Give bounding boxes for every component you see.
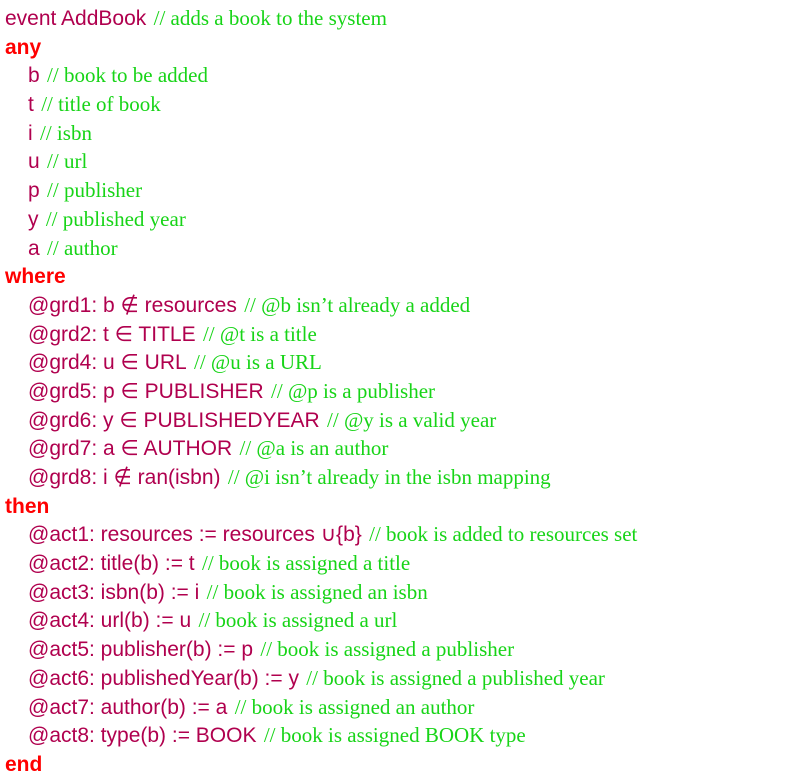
spec-line: @act5: publisher(b) := p// book is assig… <box>5 635 810 664</box>
comment-text: // @i isn’t already in the isbn mapping <box>227 465 551 489</box>
comment-text: // book is assigned an author <box>234 694 475 719</box>
code-text: @grd6: y ∈ PUBLISHEDYEAR <box>28 408 320 432</box>
spec-line: @grd8: i ∉ ran(isbn) // @i isn’t already … <box>5 463 810 492</box>
code-text: t <box>28 93 34 117</box>
comment-text: // @b isn’t already a added <box>244 292 471 317</box>
spec-line: @grd2: t ∈ TITLE// @t is a title <box>5 320 810 349</box>
code-text: @grd4: u ∈ URL <box>28 351 187 375</box>
code-text: y <box>28 207 39 231</box>
comment-text: // book is assigned a title <box>201 551 411 576</box>
code-text: @act5: publisher(b) := p <box>28 638 254 662</box>
comment-text: // book to be added <box>47 63 208 88</box>
spec-line: @act3: isbn(b) := i// book is assigned a… <box>5 578 810 607</box>
spec-line: u // url <box>5 147 810 176</box>
spec-line: y// published year <box>5 205 810 234</box>
keyword-line: where <box>5 262 810 291</box>
spec-line: i // isbn <box>5 119 810 148</box>
code-text: @act8: type(b) := BOOK <box>28 724 257 748</box>
comment-text: // book is added to resources set <box>369 522 638 547</box>
comment-text: // book is assigned BOOK type <box>263 723 526 748</box>
comment-text: // @t is a title <box>202 321 317 346</box>
comment-text: // book is assigned a publisher <box>260 637 515 662</box>
event-header-line: event AddBook // adds a book to the syste… <box>5 4 810 33</box>
comment-text: // book is assigned a published year <box>306 665 605 690</box>
spec-line: @act6: publishedYear(b) := y // book is a… <box>5 664 810 693</box>
comment-text: // publisher <box>47 178 143 203</box>
comment-text: // book is assigned an isbn <box>206 579 428 604</box>
comment-text: // published year <box>45 206 186 231</box>
code-text: a <box>28 236 40 260</box>
spec-line: @act1: resources := resources ∪{b} // boo… <box>5 520 810 549</box>
keyword: where <box>5 265 66 289</box>
spec-line: @act8: type(b) := BOOK// book is assigne… <box>5 721 810 750</box>
spec-line: b // book to be added <box>5 61 810 90</box>
code-text: @act2: title(b) := t <box>28 552 195 576</box>
comment-text: // author <box>47 235 118 260</box>
keyword-line: any <box>5 33 810 62</box>
code-text: @act3: isbn(b) := i <box>28 580 200 604</box>
spec-line: @grd5: p ∈ PUBLISHER // @p is a publisher <box>5 377 810 406</box>
code-text: @grd8: i ∉ ran(isbn) <box>28 466 221 489</box>
code-text: b <box>28 64 40 88</box>
code-text: @grd2: t ∈ TITLE <box>28 322 196 346</box>
code-text: @act4: url(b) := u <box>28 609 192 633</box>
comment-text: // adds a book to the system <box>153 6 387 30</box>
spec-line: @grd6: y ∈ PUBLISHEDYEAR // @y is a valid… <box>5 406 810 435</box>
comment-text: // @p is a publisher <box>271 378 436 403</box>
code-text: @act6: publishedYear(b) := y <box>28 666 299 690</box>
code-text: event AddBook <box>5 7 147 30</box>
comment-text: // title of book <box>41 92 161 117</box>
comment-text: // book is assigned a url <box>198 608 398 633</box>
spec-line: @grd7: a ∈ AUTHOR// @a is an author <box>5 434 810 463</box>
spec-line: a // author <box>5 234 810 263</box>
code-text: @act7: author(b) := a <box>28 695 228 719</box>
spec-line: @act7: author(b) := a// book is assigned… <box>5 693 810 722</box>
spec-line: @act4: url(b) := u// book is assigned a … <box>5 606 810 635</box>
spec-line: p // publisher <box>5 176 810 205</box>
code-text: @grd7: a ∈ AUTHOR <box>28 437 233 461</box>
keyword: end <box>5 752 43 776</box>
event-spec-document: event AddBook // adds a book to the syste… <box>5 4 810 779</box>
keyword: any <box>5 35 42 59</box>
code-text: @grd5: p ∈ PUBLISHER <box>28 379 264 403</box>
code-text: @act1: resources := resources ∪{b} <box>28 523 362 547</box>
spec-line: t // title of book <box>5 90 810 119</box>
spec-line: @grd1: b ∉ resources // @b isn’t already … <box>5 291 810 320</box>
spec-line: @act2: title(b) := t// book is assigned … <box>5 549 810 578</box>
code-text: @grd1: b ∉ resources <box>28 293 237 317</box>
code-text: i <box>28 121 33 145</box>
keyword-line: then <box>5 492 810 521</box>
spec-line: @grd4: u ∈ URL // @u is a URL <box>5 348 810 377</box>
comment-text: // @y is a valid year <box>327 407 497 432</box>
code-text: u <box>28 150 40 174</box>
comment-text: // @a is an author <box>239 436 389 461</box>
comment-text: // url <box>47 149 88 174</box>
comment-text: // isbn <box>40 120 92 145</box>
keyword: then <box>5 494 50 518</box>
comment-text: // @u is a URL <box>194 350 322 375</box>
keyword-line: end <box>5 750 810 779</box>
code-text: p <box>28 179 40 203</box>
